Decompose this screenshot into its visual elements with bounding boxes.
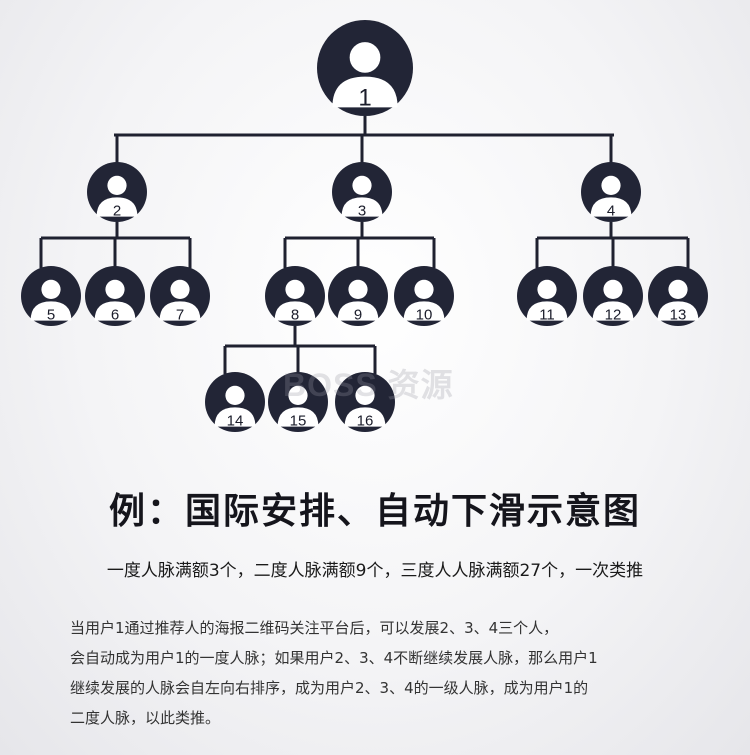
watermark: BOSS 资源 [283, 367, 454, 403]
node-number: 7 [176, 306, 184, 323]
person-icon-head [414, 279, 434, 299]
node-number: 1 [358, 84, 371, 111]
tree-node-13: 13 [648, 266, 708, 326]
node-number: 16 [357, 412, 374, 429]
description-line: 会自动成为用户1的一度人脉；如果用户2、3、4不断继续发展人脉，那么用户1 [70, 649, 598, 667]
tree-node-11: 11 [517, 266, 577, 326]
node-number: 4 [607, 202, 615, 219]
tree-node-7: 7 [150, 266, 210, 326]
person-icon-body [590, 197, 632, 217]
node-number: 6 [111, 306, 119, 323]
node-number: 11 [539, 306, 555, 323]
person-icon-body [337, 301, 379, 321]
person-icon-head [285, 279, 305, 299]
person-icon-body [159, 301, 201, 321]
person-icon-head [352, 175, 372, 195]
person-icon-body [657, 301, 699, 321]
node-number: 13 [670, 306, 687, 323]
person-icon-body [344, 407, 386, 427]
person-icon-body [332, 76, 398, 108]
tree-node-1: 1 [317, 20, 413, 116]
tree-node-3: 3 [332, 162, 392, 222]
tree-node-14: 14 [205, 372, 265, 432]
tree-node-4: 4 [581, 162, 641, 222]
person-icon-body [274, 301, 316, 321]
node-number: 2 [113, 202, 121, 219]
person-icon-body [214, 407, 256, 427]
person-icon-head [603, 279, 623, 299]
person-icon-head [601, 175, 621, 195]
description: 当用户1通过推荐人的海报二维码关注平台后，可以发展2、3、4三个人， 会自动成为… [70, 613, 710, 733]
person-icon-head [170, 279, 190, 299]
person-icon-body [592, 301, 634, 321]
tree-node-10: 10 [394, 266, 454, 326]
node-number: 14 [227, 412, 244, 429]
node-number: 8 [291, 306, 299, 323]
description-line: 二度人脉，以此类推。 [70, 709, 221, 727]
node-number: 9 [354, 306, 362, 323]
tree-node-2: 2 [87, 162, 147, 222]
node-number: 5 [47, 306, 55, 323]
person-icon-body [94, 301, 136, 321]
tree-node-8: 8 [265, 266, 325, 326]
diagram-title: 例：国际安排、自动下滑示意图 [108, 491, 641, 532]
person-icon-head [41, 279, 61, 299]
person-icon-head [348, 279, 368, 299]
tree-node-16: 16 [335, 372, 395, 432]
tree-node-12: 12 [583, 266, 643, 326]
person-icon-head [349, 42, 381, 73]
person-icon-body [277, 407, 319, 427]
person-icon-body [526, 301, 568, 321]
person-icon-body [30, 301, 72, 321]
node-number: 12 [605, 306, 622, 323]
person-icon-head [288, 385, 308, 405]
person-icon-body [341, 197, 383, 217]
description-line: 继续发展的人脉会自左向右排序，成为用户2、3、4的一级人脉，成为用户1的 [70, 679, 589, 697]
node-number: 15 [290, 412, 307, 429]
person-icon-head [668, 279, 688, 299]
diagram-subtitle: 一度人脉满额3个，二度人脉满额9个，三度人人脉满额27个，一次类推 [106, 561, 644, 581]
person-icon-head [105, 279, 125, 299]
person-icon-head [355, 385, 375, 405]
person-icon-body [403, 301, 445, 321]
person-icon-body [96, 197, 138, 217]
node-number: 10 [416, 306, 433, 323]
tree-node-9: 9 [328, 266, 388, 326]
person-icon-head [537, 279, 557, 299]
tree-node-6: 6 [85, 266, 145, 326]
tree-node-15: 15 [268, 372, 328, 432]
person-icon-head [107, 175, 127, 195]
tree-node-5: 5 [21, 266, 81, 326]
description-line: 当用户1通过推荐人的海报二维码关注平台后，可以发展2、3、4三个人， [70, 619, 559, 637]
person-icon-head [225, 385, 245, 405]
node-number: 3 [358, 202, 366, 219]
tree-connectors [39, 116, 690, 374]
